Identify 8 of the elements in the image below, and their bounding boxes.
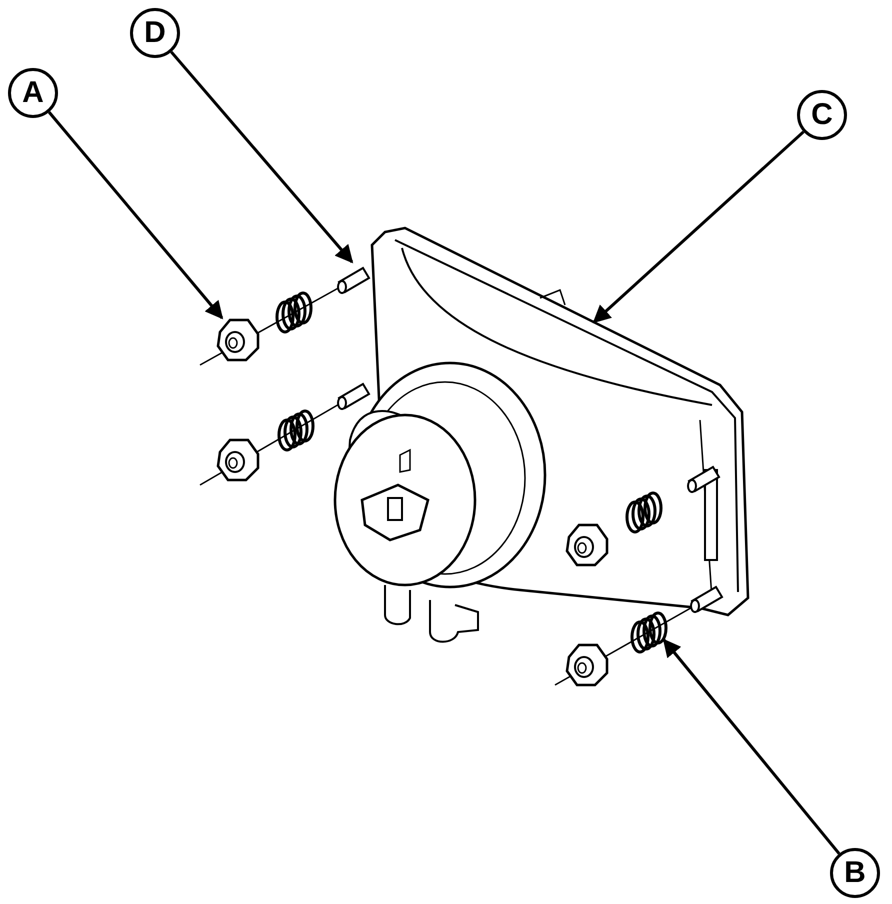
leader-line — [48, 111, 224, 320]
callout-letter: D — [130, 8, 180, 58]
callout-letter: B — [830, 848, 880, 898]
leader-line — [592, 130, 804, 324]
callout-letter: A — [8, 68, 58, 118]
leader-line — [662, 638, 840, 855]
leader-line — [170, 50, 354, 264]
callout-letter: C — [797, 90, 847, 140]
